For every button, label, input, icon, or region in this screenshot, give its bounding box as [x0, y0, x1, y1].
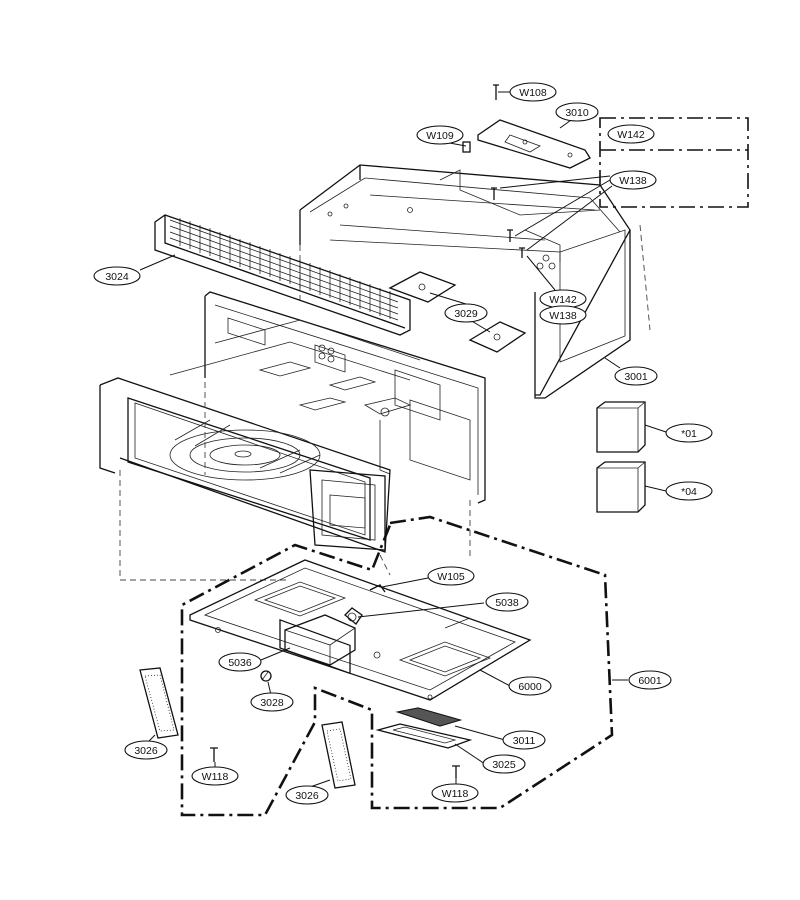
callout-w109-label: W109 — [426, 130, 454, 142]
filter-3026-left — [139, 667, 179, 739]
callout-3029-label: 3029 — [454, 308, 478, 320]
leader-lines — [139, 91, 667, 788]
callout-3026-left: 3026 — [124, 740, 168, 760]
callout-w138-top-label: W138 — [619, 175, 647, 187]
callout-5036: 5036 — [218, 652, 262, 672]
part-card-01 — [596, 401, 646, 453]
callout-3011-label: 3011 — [513, 735, 536, 747]
callout-w118-left-label: W118 — [202, 771, 229, 783]
callout-3024: 3024 — [93, 266, 141, 286]
callout-3001-label: 3001 — [624, 371, 648, 383]
callout-w118-left: W118 — [191, 766, 239, 786]
cavity-assembly — [99, 291, 486, 553]
callout-3028-label: 3028 — [260, 697, 284, 709]
screw-w108 — [493, 84, 499, 100]
front-grille-3024 — [154, 214, 411, 336]
screw-w118-left — [210, 747, 218, 762]
assembly-outline-6001 — [180, 515, 614, 817]
callout-3026-center: 3026 — [285, 785, 329, 805]
callout-3010-label: 3010 — [565, 107, 589, 119]
bracket-3029 — [388, 271, 527, 353]
callout-w138-label: W138 — [549, 310, 577, 322]
callout-w142-box: W142 — [607, 124, 655, 144]
callout-6000: 6000 — [508, 676, 552, 696]
callout-6001-label: 6001 — [638, 675, 662, 687]
callout-w138: W138 — [539, 305, 587, 325]
callout-w105-label: W105 — [437, 571, 465, 583]
alignment-lines — [119, 382, 471, 581]
plate-3011 — [395, 707, 463, 727]
callout-w142: W142 — [539, 289, 587, 309]
callout-star04-label: *04 — [681, 486, 697, 498]
callout-w118-right: W118 — [431, 783, 479, 803]
callout-6001: 6001 — [628, 670, 672, 690]
grille-slots — [179, 218, 391, 319]
part-card-04 — [596, 461, 646, 513]
callout-3028: 3028 — [250, 692, 294, 712]
callout-5038-label: 5038 — [495, 597, 519, 609]
callout-w109: W109 — [416, 125, 464, 145]
screw-w118-right — [452, 765, 460, 778]
outer-cabinet-3001 — [299, 164, 651, 399]
plate-3025 — [375, 723, 473, 749]
callout-6000-label: 6000 — [518, 681, 542, 693]
callout-3029: 3029 — [444, 303, 488, 323]
callout-star01-label: *01 — [681, 428, 697, 440]
callout-3025: 3025 — [482, 754, 526, 774]
callout-w118-right-label: W118 — [442, 788, 469, 800]
callout-3011: 3011 — [502, 730, 546, 750]
base-plate-6000 — [189, 559, 532, 701]
callout-3010: 3010 — [555, 102, 599, 122]
callout-5038: 5038 — [485, 592, 529, 612]
callout-w142-label: W142 — [549, 294, 577, 306]
filter-3026-center — [321, 721, 356, 789]
callout-w142-box-label: W142 — [617, 129, 645, 141]
screw-w109 — [462, 141, 471, 153]
callout-3026-center-label: 3026 — [295, 790, 319, 802]
callout-star04: *04 — [665, 481, 713, 501]
screws-w138 — [491, 187, 525, 258]
callout-3025-label: 3025 — [492, 759, 516, 771]
callout-w108: W108 — [509, 82, 557, 102]
callout-3024-label: 3024 — [105, 271, 129, 283]
callout-3026-left-label: 3026 — [134, 745, 158, 757]
callout-3001: 3001 — [614, 366, 658, 386]
callout-w105: W105 — [427, 566, 475, 586]
callout-star01: *01 — [665, 423, 713, 443]
callout-w138-top: W138 — [609, 170, 657, 190]
top-bracket-3010 — [477, 119, 591, 169]
callout-5036-label: 5036 — [228, 657, 252, 669]
callout-w108-label: W108 — [519, 87, 547, 99]
